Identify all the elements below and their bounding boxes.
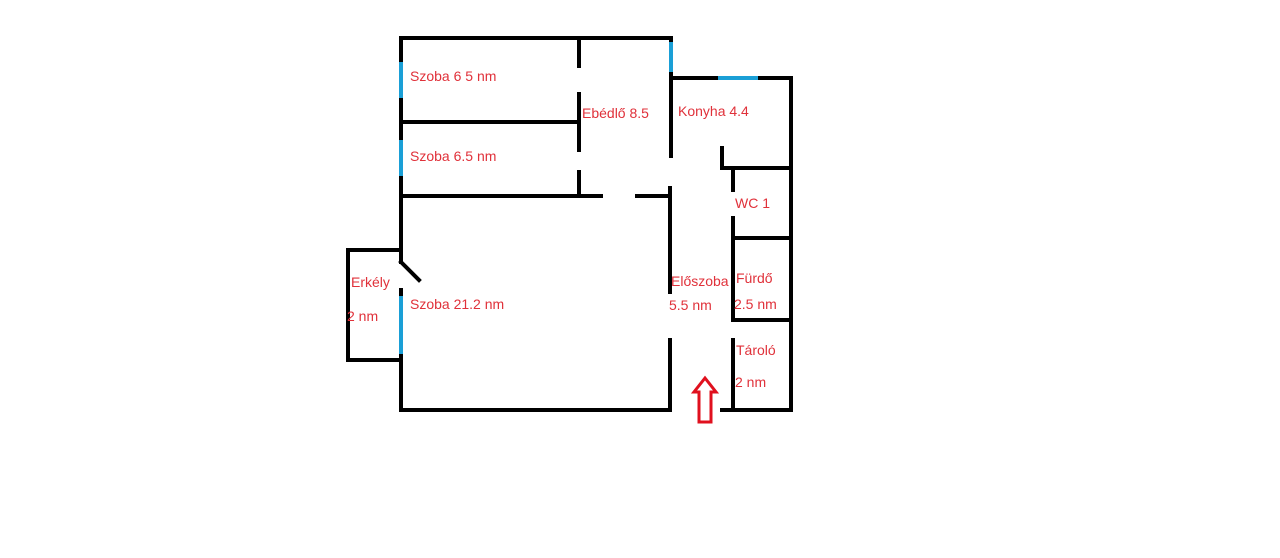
wall-kitchen-bottom bbox=[720, 146, 793, 170]
up-arrow-icon bbox=[690, 375, 720, 424]
label-ebedlo: Ebédlő 8.5 bbox=[582, 105, 649, 121]
balcony-door bbox=[398, 259, 422, 283]
label-erkely-name: Erkély bbox=[351, 274, 390, 290]
label-eloszoba-name: Előszoba bbox=[671, 273, 729, 289]
label-tarolo-area: 2 nm bbox=[735, 374, 766, 390]
label-tarolo-name: Tároló bbox=[736, 342, 776, 358]
balcony-outline bbox=[346, 248, 403, 362]
label-eloszoba-area: 5.5 nm bbox=[669, 297, 712, 313]
label-furdo-name: Fürdő bbox=[736, 270, 773, 286]
label-konyha: Konyha 4.4 bbox=[678, 103, 749, 119]
label-wc: WC 1 bbox=[735, 195, 770, 211]
label-szoba-mid: Szoba 6.5 nm bbox=[410, 148, 496, 164]
label-szoba-big: Szoba 21.2 nm bbox=[410, 296, 504, 312]
windows bbox=[399, 42, 758, 354]
walls bbox=[346, 36, 793, 412]
label-erkely-area: 2 nm bbox=[347, 308, 378, 324]
label-furdo-area: 2.5 nm bbox=[734, 296, 777, 312]
label-szoba-top: Szoba 6 5 nm bbox=[410, 68, 496, 84]
